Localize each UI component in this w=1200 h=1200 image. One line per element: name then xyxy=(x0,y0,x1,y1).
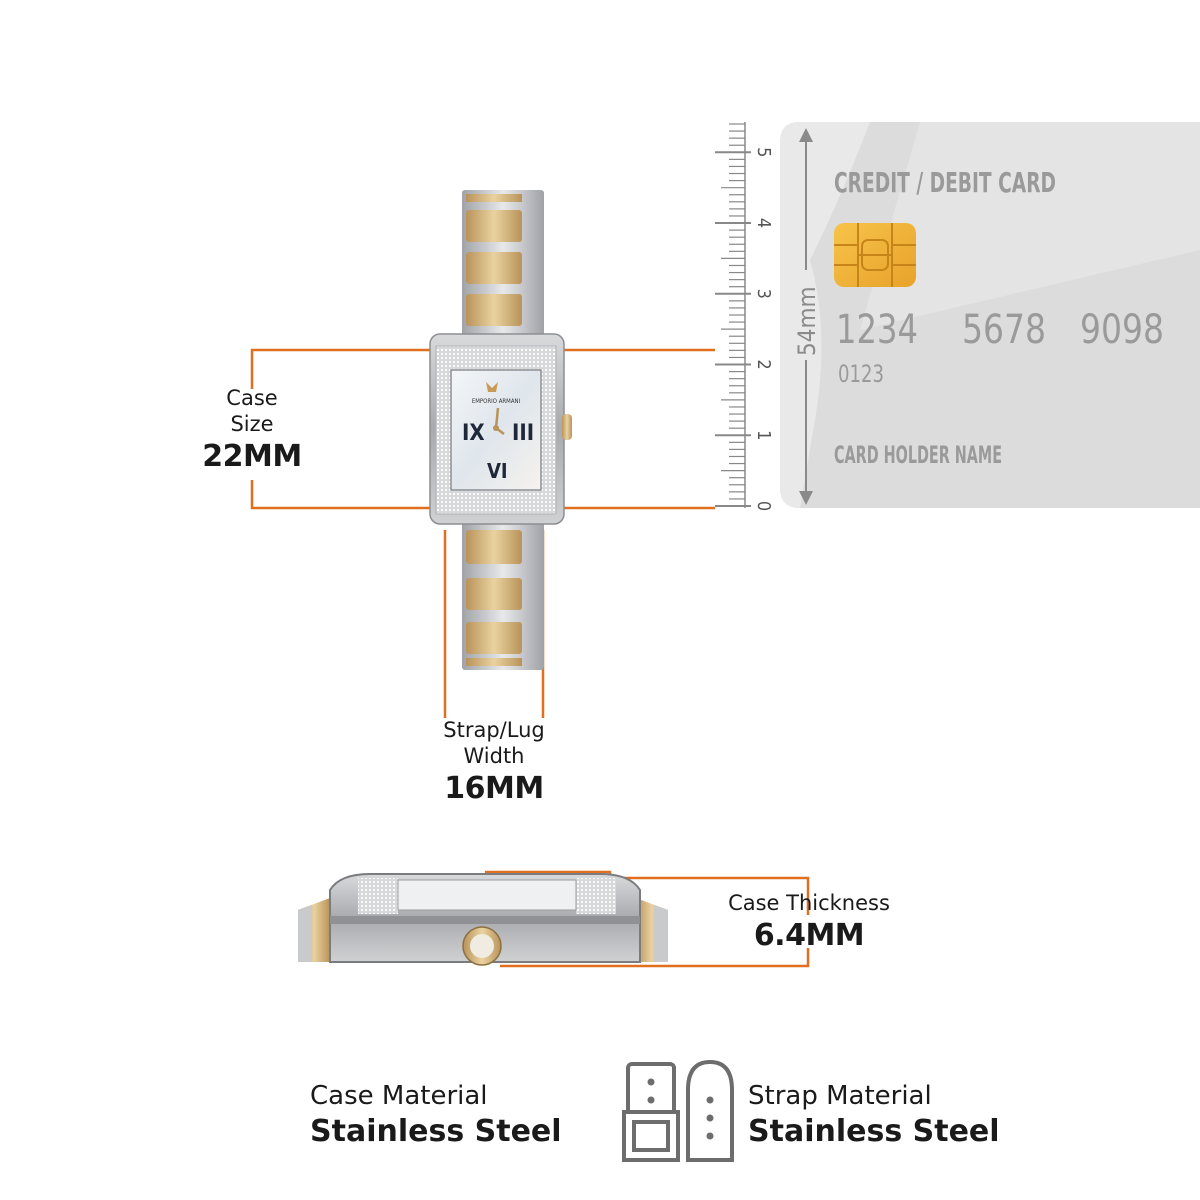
case-thickness-value: 6.4MM xyxy=(753,918,865,953)
credit-card: 54mm CREDIT / DEBIT CARD 1234 5678 9098 … xyxy=(780,122,1200,508)
svg-text:IX: IX xyxy=(462,421,485,446)
ruler-label: 4 xyxy=(753,218,774,228)
card-holder-name: CARD HOLDER NAME xyxy=(834,441,1002,469)
ruler-label: 1 xyxy=(753,430,774,440)
card-number-2: 5678 xyxy=(962,307,1046,353)
strap-width-title-2: Width xyxy=(463,744,525,768)
strap-material: Strap Material Stainless Steel xyxy=(748,1080,1000,1152)
strap-material-value: Stainless Steel xyxy=(748,1114,1000,1149)
case-size-label: Case Size 22MM xyxy=(192,385,312,477)
brand-eagle-icon xyxy=(486,382,498,392)
case-material-title: Case Material xyxy=(310,1081,488,1111)
card-height-label: 54mm xyxy=(793,286,821,356)
strap-width-label: Strap/Lug Width 16MM xyxy=(414,717,574,809)
case-size-title-1: Case xyxy=(226,386,278,410)
svg-text:VI: VI xyxy=(487,459,508,483)
ruler-label: 0 xyxy=(753,501,774,511)
strap-width-title-1: Strap/Lug xyxy=(443,718,545,742)
ruler-label: 2 xyxy=(753,359,774,369)
ruler: 0 1 2 3 4 5 xyxy=(715,122,774,511)
case-thickness-title: Case Thickness xyxy=(728,891,890,915)
card-number-1: 1234 xyxy=(836,307,918,353)
case-size-title-2: Size xyxy=(230,412,274,436)
card-title: CREDIT / DEBIT CARD xyxy=(834,166,1056,199)
strap-width-value: 16MM xyxy=(444,771,544,806)
case-material: Case Material Stainless Steel xyxy=(310,1080,562,1152)
watch-side-view xyxy=(298,873,668,966)
ruler-label: 5 xyxy=(753,147,774,157)
case-size-value: 22MM xyxy=(202,439,302,474)
strap-material-title: Strap Material xyxy=(748,1081,932,1111)
svg-text:III: III xyxy=(512,421,534,446)
case-thickness-label: Case Thickness 6.4MM xyxy=(718,890,900,956)
card-height-arrow xyxy=(799,128,813,505)
card-small-number: 0123 xyxy=(838,360,884,388)
ruler-label: 3 xyxy=(753,289,774,299)
strap-icon xyxy=(622,1059,734,1162)
watch-front: EMPORIO ARMANI IX III VI xyxy=(429,190,572,670)
card-chip-icon xyxy=(834,223,916,287)
watch-brand: EMPORIO ARMANI xyxy=(472,398,521,405)
card-number-3: 9098 xyxy=(1080,307,1164,353)
case-material-value: Stainless Steel xyxy=(310,1114,562,1149)
